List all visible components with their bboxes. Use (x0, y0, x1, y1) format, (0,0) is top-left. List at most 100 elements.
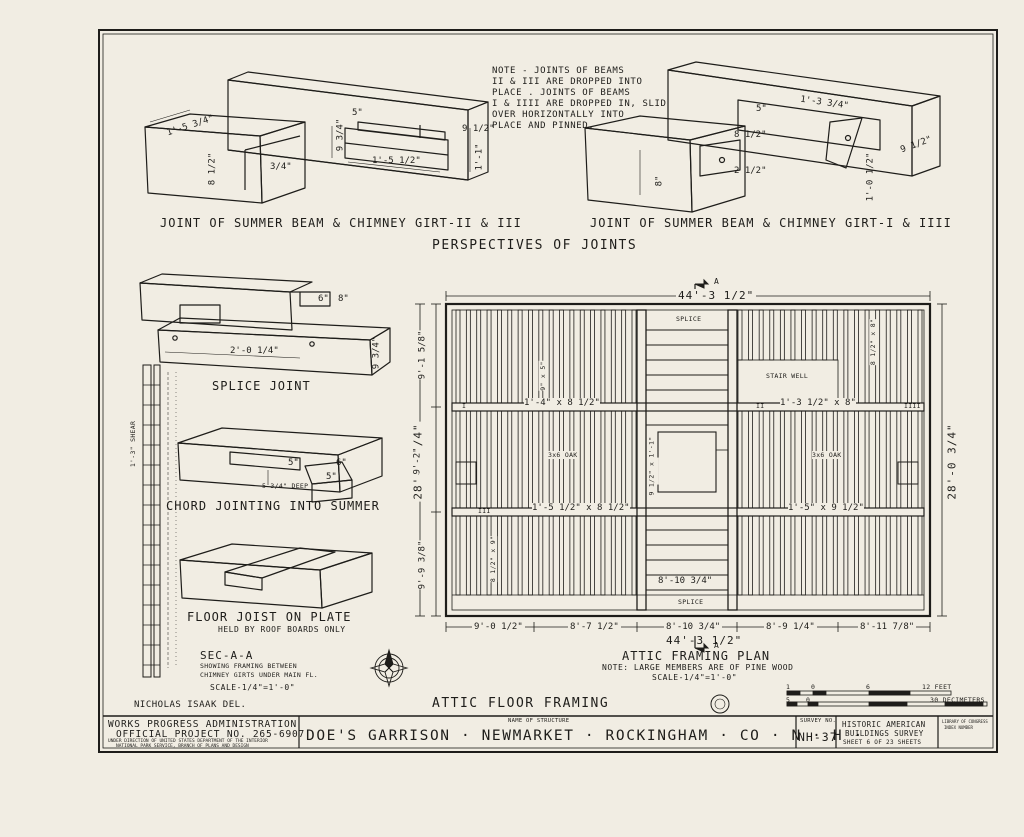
plan-joist-size-2: 8 1/2" x 8" (869, 318, 878, 366)
section-a-a-drawing (142, 364, 177, 678)
chord-dim-3: 5" (326, 472, 337, 482)
plan-oak-left: 3x6 OAK (548, 451, 578, 459)
right-dim-3: 8 1/2" (734, 130, 767, 140)
plan-joist (737, 515, 743, 596)
plan-joist-size-4: 8 1/2" x 9" (489, 535, 498, 583)
chord-dim-4: 6" (336, 458, 347, 468)
plan-girt-center-bottom: 8'-10 3/4" (658, 576, 713, 586)
plan-splice-bottom: SPLICE (678, 598, 704, 606)
plan-bottom-bay-5: 8'-11 7/8" (858, 622, 917, 632)
plan-joist (600, 410, 606, 509)
plan-joist (631, 410, 637, 509)
scale-m-0: 0 (806, 696, 811, 704)
plan-joist (579, 515, 585, 596)
plan-joist (538, 515, 544, 596)
scale-feet-1: 1 (786, 683, 791, 691)
plan-joist (559, 515, 564, 596)
plan-joist (790, 410, 796, 509)
plan-joist (822, 309, 828, 361)
plan-joist (507, 309, 513, 404)
plan-joist (779, 410, 785, 509)
plan-joist (476, 309, 482, 404)
plan-joist (507, 410, 513, 509)
section-line2: CHIMNEY GIRTS UNDER MAIN FL. (200, 671, 318, 679)
plan-joist (621, 309, 627, 404)
splice-dim-4: 8" (338, 294, 349, 304)
plan-joist (854, 410, 859, 509)
plan-joist (517, 410, 523, 509)
plan-joist (610, 515, 616, 596)
plan-joist (548, 410, 554, 509)
plan-left-bay-3: 9'-9 3/8" (417, 540, 428, 590)
plan-joist (896, 515, 902, 596)
plan-joist (579, 410, 585, 509)
plan-joist (631, 515, 637, 596)
plan-joist (769, 309, 775, 361)
joint-note: NOTE - JOINTS OF BEAMS II & III ARE DROP… (492, 66, 667, 131)
plan-joist (875, 515, 881, 596)
plan-joist (875, 410, 881, 509)
plan-joist (569, 515, 575, 596)
plan-roman-4: IIII (904, 402, 921, 410)
plan-joist (811, 410, 817, 509)
scale-feet-12: 12 FEET (922, 683, 952, 691)
plan-joist (907, 410, 912, 509)
plan-joist (528, 410, 533, 509)
plan-joist (885, 309, 891, 404)
plan-joist (790, 515, 796, 596)
plan-joist (497, 410, 502, 509)
title-block-lines (103, 715, 993, 748)
wpa-line2: OFFICIAL PROJECT NO. 265-6907 (116, 729, 306, 740)
plan-joist (790, 309, 796, 361)
plan-joist (610, 309, 616, 404)
scale-feet-0: 0 (811, 683, 816, 691)
section-scale: SCALE-1/4"=1'-0" (210, 683, 296, 692)
plan-joist (801, 309, 806, 361)
plan-beam-right-top: 1'-3 1/2" x 8" (780, 398, 856, 408)
plan-joist (497, 515, 502, 596)
plan-joist (476, 515, 482, 596)
left-dim-4: 9 3/4" (335, 118, 346, 152)
plan-joist (465, 410, 471, 509)
plan-joist (486, 410, 492, 509)
chord-dim-1: 5 3/4" DEEP (262, 482, 309, 490)
section-title: SEC-A-A (200, 649, 254, 662)
plan-joist-size-3: 9 1/2" x 1'-1" (647, 436, 656, 496)
plan-beam-left-bottom: 1'-5 1/2" x 8 1/2" (532, 503, 630, 513)
chord-dim-2: 5" (288, 458, 299, 468)
splice-dim-3: 6" (318, 294, 329, 304)
plan-joist (486, 309, 492, 404)
joint-perspective-right (584, 61, 941, 213)
plan-bottom-bay-3: 8'-10 3/4" (664, 622, 723, 632)
plan-beam-left-top: 1'-4" x 8 1/2" (524, 398, 600, 408)
plan-joist (864, 309, 870, 404)
wpa-line4: NATIONAL PARK SERVICE, BRANCH OF PLANS A… (116, 744, 249, 749)
plan-outline (444, 302, 932, 618)
plan-joist (864, 515, 870, 596)
floor-joist-subcaption: HELD BY ROOF BOARDS ONLY (218, 625, 346, 634)
plan-joist (465, 309, 471, 404)
structure-name: DOE'S GARRISON · NEWMARKET · ROCKINGHAM … (306, 728, 864, 744)
right-dim-5: 1'-0 1/2" (865, 152, 876, 202)
plan-splice-top: SPLICE (676, 315, 702, 323)
plan-bottom-bay-1: 9'-0 1/2" (472, 622, 525, 632)
plan-joist (843, 410, 849, 509)
right-joint-caption: JOINT OF SUMMER BEAM & CHIMNEY GIRT-I & … (590, 216, 952, 230)
plan-joist (769, 410, 775, 509)
plan-joist (559, 410, 564, 509)
plan-joist (896, 309, 902, 404)
plan-joist (917, 410, 923, 509)
plan-roman-2: II (756, 402, 765, 410)
plan-joist (907, 309, 912, 404)
plan-left-bay-1: 9'-1 5/8" (417, 330, 428, 380)
plan-joist (590, 410, 595, 509)
plan-joist (748, 309, 753, 361)
plan-joist (548, 309, 554, 404)
plan-overall-width: 44'-3 1/2" (676, 289, 757, 302)
plan-joist (600, 309, 606, 404)
wpa-line3: UNDER DIRECTION OF UNITED STATES DEPARTM… (108, 739, 268, 744)
plan-joist (779, 309, 785, 361)
left-dim-3: 3/4" (270, 162, 292, 172)
left-joint-caption: JOINT OF SUMMER BEAM & CHIMNEY GIRT-II &… (160, 216, 522, 230)
splice-joint-drawing (139, 273, 391, 376)
